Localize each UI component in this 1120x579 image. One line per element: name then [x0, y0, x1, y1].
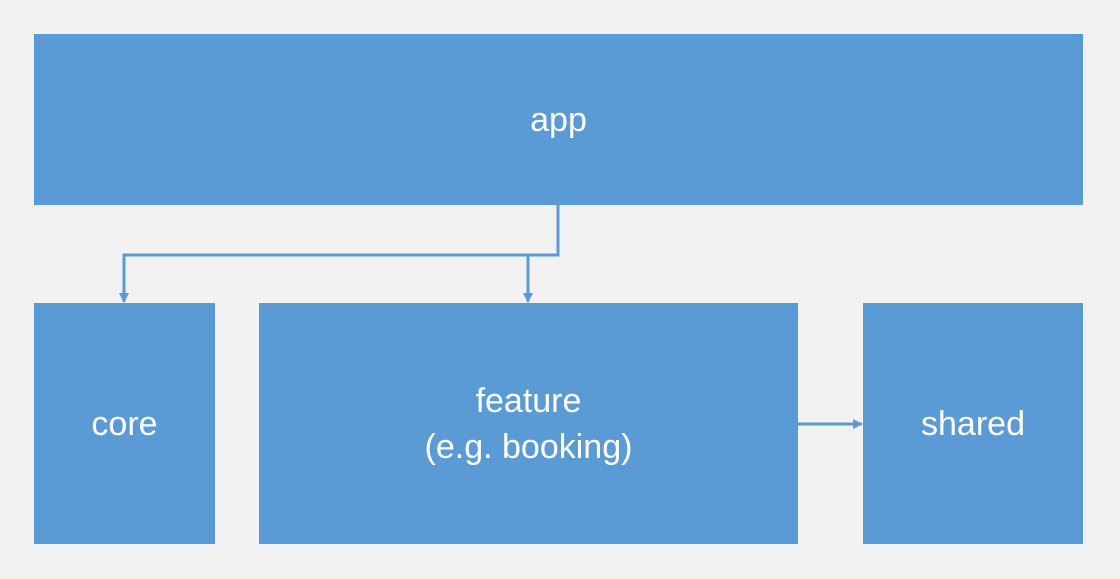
app-to-core-arrow	[119, 205, 560, 303]
core-label: core	[91, 404, 158, 443]
app-box: app	[34, 34, 1083, 205]
feature-label: feature	[475, 381, 582, 420]
core-box: core	[34, 303, 215, 544]
app-label: app	[530, 100, 587, 139]
feature-example-label: (e.g. booking)	[424, 427, 633, 466]
feature-box: feature (e.g. booking)	[259, 303, 798, 544]
shared-label: shared	[921, 404, 1025, 443]
shared-box: shared	[863, 303, 1083, 544]
